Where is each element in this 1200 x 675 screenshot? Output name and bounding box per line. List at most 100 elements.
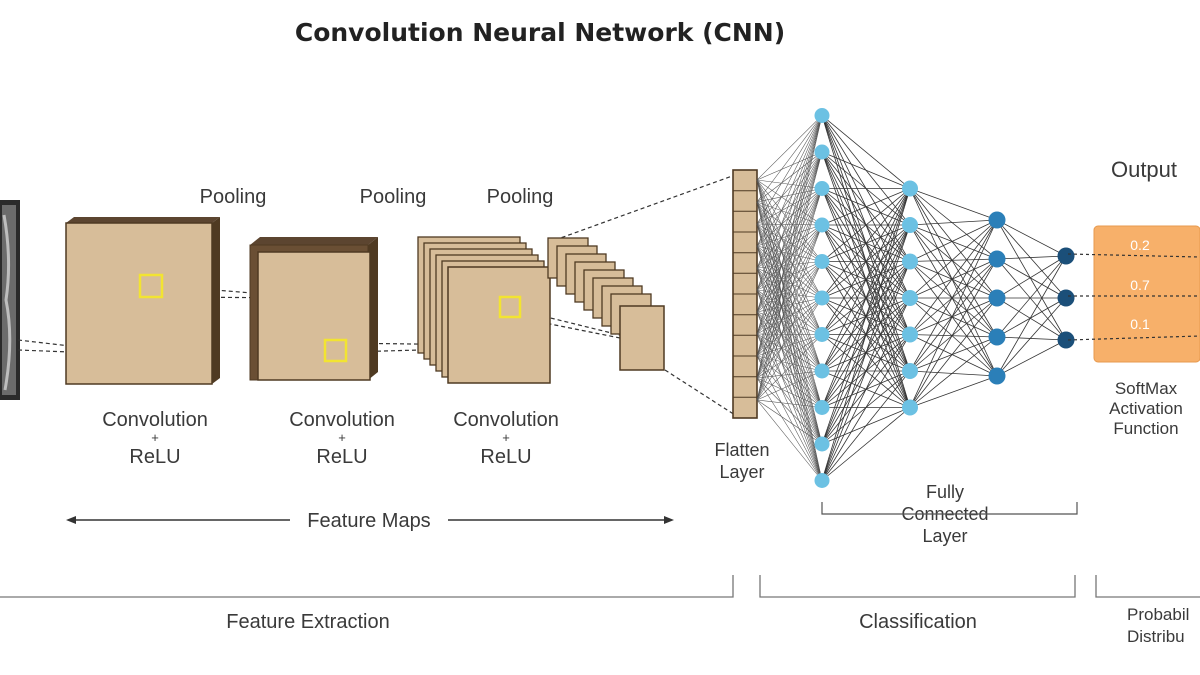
edge xyxy=(821,188,911,262)
edge xyxy=(756,115,823,335)
flatten-column xyxy=(732,169,758,419)
edge xyxy=(996,258,1067,299)
edge xyxy=(756,333,823,335)
neuron-node xyxy=(902,399,918,416)
output-box: 0.2 0.7 0.1 xyxy=(1067,225,1200,363)
conv-label-3-line3: ReLU xyxy=(480,446,531,468)
edge xyxy=(756,188,823,203)
edge xyxy=(909,219,998,262)
pooling-label-3: Pooling xyxy=(487,186,554,208)
neuron-node xyxy=(1057,247,1075,265)
edge xyxy=(756,179,823,189)
edge xyxy=(756,115,823,247)
edge xyxy=(756,188,823,401)
conv-label-1-line1: Convolution xyxy=(102,409,208,431)
edge xyxy=(821,370,911,481)
edge xyxy=(909,261,998,338)
fc-bracket xyxy=(821,502,1078,515)
neuron-node xyxy=(814,144,830,160)
edge xyxy=(756,370,823,401)
neuron-node xyxy=(814,217,830,233)
edge xyxy=(756,188,823,357)
edge xyxy=(909,336,998,372)
softmax-label-line2: Activation xyxy=(1109,399,1183,418)
edge xyxy=(909,258,998,335)
flatten-label-line1: Flatten xyxy=(714,440,769,460)
edge xyxy=(909,219,998,372)
edge xyxy=(821,188,911,372)
edge xyxy=(756,115,823,225)
edge xyxy=(756,151,823,357)
neuron-node xyxy=(814,254,830,269)
input-image xyxy=(0,200,20,400)
fc-label-line3: Layer xyxy=(922,526,967,546)
neuron-node xyxy=(814,400,830,415)
edge xyxy=(909,258,998,262)
conv-block-2 xyxy=(249,237,378,381)
edge xyxy=(996,255,1067,260)
edge xyxy=(909,224,998,338)
output-value-2: 0.7 xyxy=(1130,277,1150,293)
diagram-title: Convolution Neural Network (CNN) xyxy=(295,18,785,47)
edge xyxy=(821,334,911,481)
kernel-window-1 xyxy=(138,273,164,299)
edge xyxy=(909,188,998,221)
edge xyxy=(909,297,998,335)
edge xyxy=(756,188,823,379)
edge xyxy=(756,115,823,401)
edge xyxy=(756,297,823,401)
neuron-node xyxy=(988,367,1006,385)
edge xyxy=(756,297,823,335)
edge xyxy=(821,188,911,481)
edge xyxy=(756,224,823,401)
edge xyxy=(909,224,998,299)
neuron-node xyxy=(814,363,830,379)
edge xyxy=(821,224,911,481)
edge xyxy=(756,399,823,445)
edge xyxy=(996,219,1067,299)
edge xyxy=(909,297,998,377)
edge xyxy=(909,370,998,377)
edge xyxy=(756,151,823,335)
edge xyxy=(909,261,998,299)
feature-maps-label: Feature Maps xyxy=(307,510,430,532)
edge xyxy=(821,188,911,226)
edge xyxy=(756,115,823,357)
edge xyxy=(909,224,998,260)
edge xyxy=(756,188,823,225)
conv-label-1-line2: + xyxy=(151,430,159,445)
edge xyxy=(909,258,998,372)
neuron-node xyxy=(814,473,830,488)
edge xyxy=(821,407,911,481)
edge xyxy=(996,219,1067,257)
conv-label-3-line1: Convolution xyxy=(453,409,559,431)
edge xyxy=(756,334,823,401)
neuron-node xyxy=(988,250,1006,268)
edge xyxy=(756,399,823,408)
edge xyxy=(756,188,823,335)
edge xyxy=(996,297,1067,341)
probability-label-line2: Distribu xyxy=(1127,627,1185,646)
edge xyxy=(821,188,911,299)
edge xyxy=(756,188,823,291)
edge xyxy=(756,151,823,247)
fc-label-line1: Fully xyxy=(926,482,964,502)
neuron-node xyxy=(902,326,918,343)
edge xyxy=(756,311,823,445)
flatten-label-line2: Layer xyxy=(719,462,764,482)
kernel-window-3 xyxy=(498,295,522,319)
edge xyxy=(909,188,998,260)
edge xyxy=(909,188,998,338)
edge xyxy=(756,115,823,379)
edge xyxy=(756,188,823,313)
edge xyxy=(756,115,823,291)
edge xyxy=(756,115,823,269)
edge xyxy=(996,258,1067,341)
edge xyxy=(756,151,823,401)
classification-label: Classification xyxy=(859,611,977,633)
edge xyxy=(756,188,823,247)
edge xyxy=(909,334,998,338)
edge xyxy=(756,399,823,481)
edge xyxy=(996,255,1067,377)
edge xyxy=(909,219,998,299)
